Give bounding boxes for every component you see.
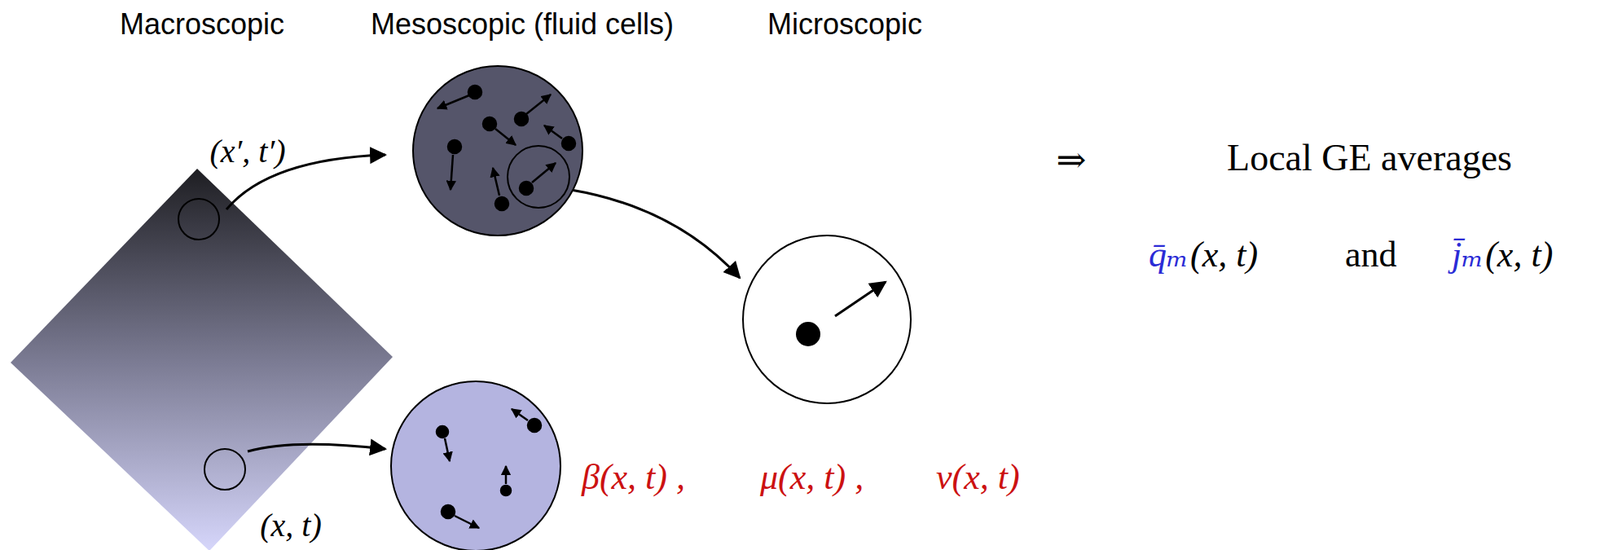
result-heading: Local GE averages	[1226, 136, 1513, 181]
column-heading: Microscopic	[767, 7, 923, 41]
dilute-fluid-cell	[391, 381, 561, 550]
coordinate-label: (x′, t′)	[209, 132, 286, 171]
current-symbol: j̄ₘ	[1451, 234, 1484, 277]
cell-marker	[178, 198, 220, 240]
conjunction: and	[1345, 234, 1398, 277]
zoom-arrow	[571, 189, 740, 278]
field-label: μ(x, t) ,	[760, 457, 864, 499]
single-particle	[742, 235, 911, 404]
zoom-arrow	[247, 443, 386, 452]
spacetime-diamond	[10, 168, 393, 550]
cell-marker	[204, 448, 246, 490]
field-label: β(x, t) ,	[581, 457, 686, 499]
argument-label: (x, t)	[1190, 234, 1258, 277]
density-symbol: q̄ₘ	[1148, 234, 1189, 277]
column-heading: Macroscopic	[119, 7, 285, 41]
coordinate-label: (x, t)	[259, 506, 322, 545]
dense-fluid-cell	[413, 65, 583, 236]
implies-symbol: ⇒	[1056, 140, 1087, 182]
field-label: ν(x, t)	[936, 457, 1020, 499]
argument-label: (x, t)	[1485, 234, 1553, 277]
column-heading: Mesoscopic (fluid cells)	[370, 7, 674, 41]
